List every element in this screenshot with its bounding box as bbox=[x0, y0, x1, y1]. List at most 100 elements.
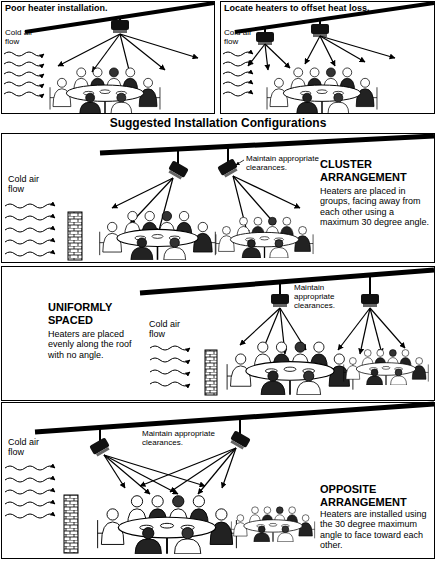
air-wave bbox=[4, 92, 44, 96]
dining-group bbox=[50, 68, 160, 114]
heat-rays bbox=[248, 36, 395, 70]
air-wave bbox=[5, 252, 55, 256]
heater-rod bbox=[369, 275, 371, 295]
arrangement-description: Heaters are placed evenly along the roof… bbox=[48, 329, 148, 360]
air-wave bbox=[5, 514, 55, 518]
air-wave bbox=[223, 52, 253, 56]
air-wave bbox=[5, 216, 55, 220]
air-wave bbox=[5, 478, 55, 482]
cold-air-waves bbox=[5, 204, 55, 256]
heat-ray bbox=[233, 176, 300, 208]
cold-air-waves bbox=[150, 346, 190, 386]
heat-ray bbox=[233, 176, 275, 224]
air-wave bbox=[4, 82, 44, 86]
air-wave bbox=[150, 346, 190, 350]
air-flow-label: Cold air flow bbox=[149, 319, 183, 340]
heat-ray bbox=[222, 448, 236, 488]
dining-group bbox=[344, 350, 429, 385]
heat-ray bbox=[320, 36, 365, 62]
heat-ray bbox=[370, 308, 405, 348]
arrangement-description: Heaters are placed in groups, facing awa… bbox=[320, 186, 432, 227]
heat-ray bbox=[305, 36, 320, 64]
heat-ray bbox=[360, 308, 370, 354]
heater bbox=[311, 24, 329, 37]
brick-wall bbox=[64, 495, 78, 553]
air-flow-label: Cold air flow bbox=[224, 28, 254, 46]
panel-box: Locate heaters to offset heat loss. Cold … bbox=[220, 1, 435, 114]
clearance-note: Maintain appropriate clearances. bbox=[142, 429, 218, 447]
heater-rod bbox=[227, 147, 229, 163]
air-wave bbox=[5, 228, 55, 232]
air-wave bbox=[4, 52, 44, 56]
arrangement-title: CLUSTER ARRANGEMENT bbox=[320, 158, 432, 183]
arrangement-description: Heaters are installed using the 30 degre… bbox=[320, 509, 434, 550]
air-wave bbox=[223, 62, 253, 66]
leader-line bbox=[236, 160, 244, 165]
panel-heading: Poor heater installation. bbox=[5, 3, 210, 13]
heat-ray bbox=[120, 34, 198, 58]
roof-beam bbox=[35, 404, 434, 432]
cold-air-waves bbox=[5, 466, 55, 518]
heat-rays bbox=[104, 448, 236, 494]
heat-ray bbox=[120, 34, 165, 70]
air-wave bbox=[4, 72, 44, 76]
air-wave bbox=[223, 82, 253, 86]
heat-ray bbox=[140, 448, 236, 486]
roof-beam bbox=[140, 270, 434, 293]
heat-ray bbox=[265, 44, 268, 70]
heat-ray bbox=[58, 34, 120, 66]
air-wave bbox=[4, 62, 44, 66]
air-wave bbox=[5, 466, 55, 470]
air-wave bbox=[223, 92, 253, 96]
heater bbox=[111, 20, 129, 33]
dining-group bbox=[227, 342, 353, 395]
heat-ray bbox=[240, 308, 280, 345]
heater bbox=[229, 430, 251, 450]
heat-ray bbox=[104, 455, 150, 494]
air-flow-label: Cold air flow bbox=[8, 437, 42, 458]
dining-group bbox=[267, 68, 377, 114]
heat-ray bbox=[112, 178, 173, 208]
brick-wall bbox=[205, 350, 217, 395]
dining-group bbox=[231, 507, 314, 542]
heat-rays bbox=[58, 34, 198, 74]
heat-ray bbox=[265, 44, 290, 68]
air-wave bbox=[223, 72, 253, 76]
heater bbox=[217, 158, 239, 178]
dining-group bbox=[100, 211, 216, 259]
heater bbox=[167, 160, 189, 180]
heat-ray bbox=[104, 455, 205, 486]
panel-box: Cold air flow Maintain appropriate cleara… bbox=[1, 402, 435, 559]
arrangement-title: OPPOSITE ARRANGEMENT bbox=[320, 483, 432, 508]
air-wave bbox=[5, 490, 55, 494]
air-flow-label: Cold air flow bbox=[5, 28, 35, 46]
heater-rod bbox=[279, 282, 281, 295]
clearance-note: Maintain appropriate clearances. bbox=[294, 283, 360, 311]
heater bbox=[256, 32, 274, 45]
panel-box: Cold air flow Maintain appropriate cleara… bbox=[1, 133, 435, 263]
cold-air-waves bbox=[4, 52, 44, 96]
clearance-note: Maintain appropriate clearances. bbox=[246, 154, 322, 172]
dining-group bbox=[98, 496, 237, 554]
heater bbox=[89, 437, 111, 457]
air-wave bbox=[5, 204, 55, 208]
air-wave bbox=[5, 240, 55, 244]
diagram-title: Suggested Installation Configurations bbox=[0, 117, 436, 131]
heater bbox=[271, 294, 289, 307]
heater bbox=[361, 294, 379, 307]
air-wave bbox=[150, 370, 190, 374]
panel-box: UNIFORMLY SPACED Heaters are placed evenl… bbox=[1, 266, 435, 401]
arrangement-title: UNIFORMLY SPACED bbox=[48, 301, 148, 326]
panel-box: Poor heater installation. Cold air flow bbox=[1, 1, 215, 114]
roof-beam bbox=[100, 136, 434, 153]
panel-heading: Locate heaters to offset heat loss. bbox=[224, 3, 429, 13]
dining-group bbox=[216, 217, 313, 258]
air-wave bbox=[150, 358, 190, 362]
brick-wall bbox=[68, 212, 82, 260]
heater-rod bbox=[239, 418, 241, 435]
heat-ray bbox=[92, 34, 120, 72]
heater-rod bbox=[177, 149, 179, 165]
air-flow-label: Cold air flow bbox=[8, 174, 42, 195]
